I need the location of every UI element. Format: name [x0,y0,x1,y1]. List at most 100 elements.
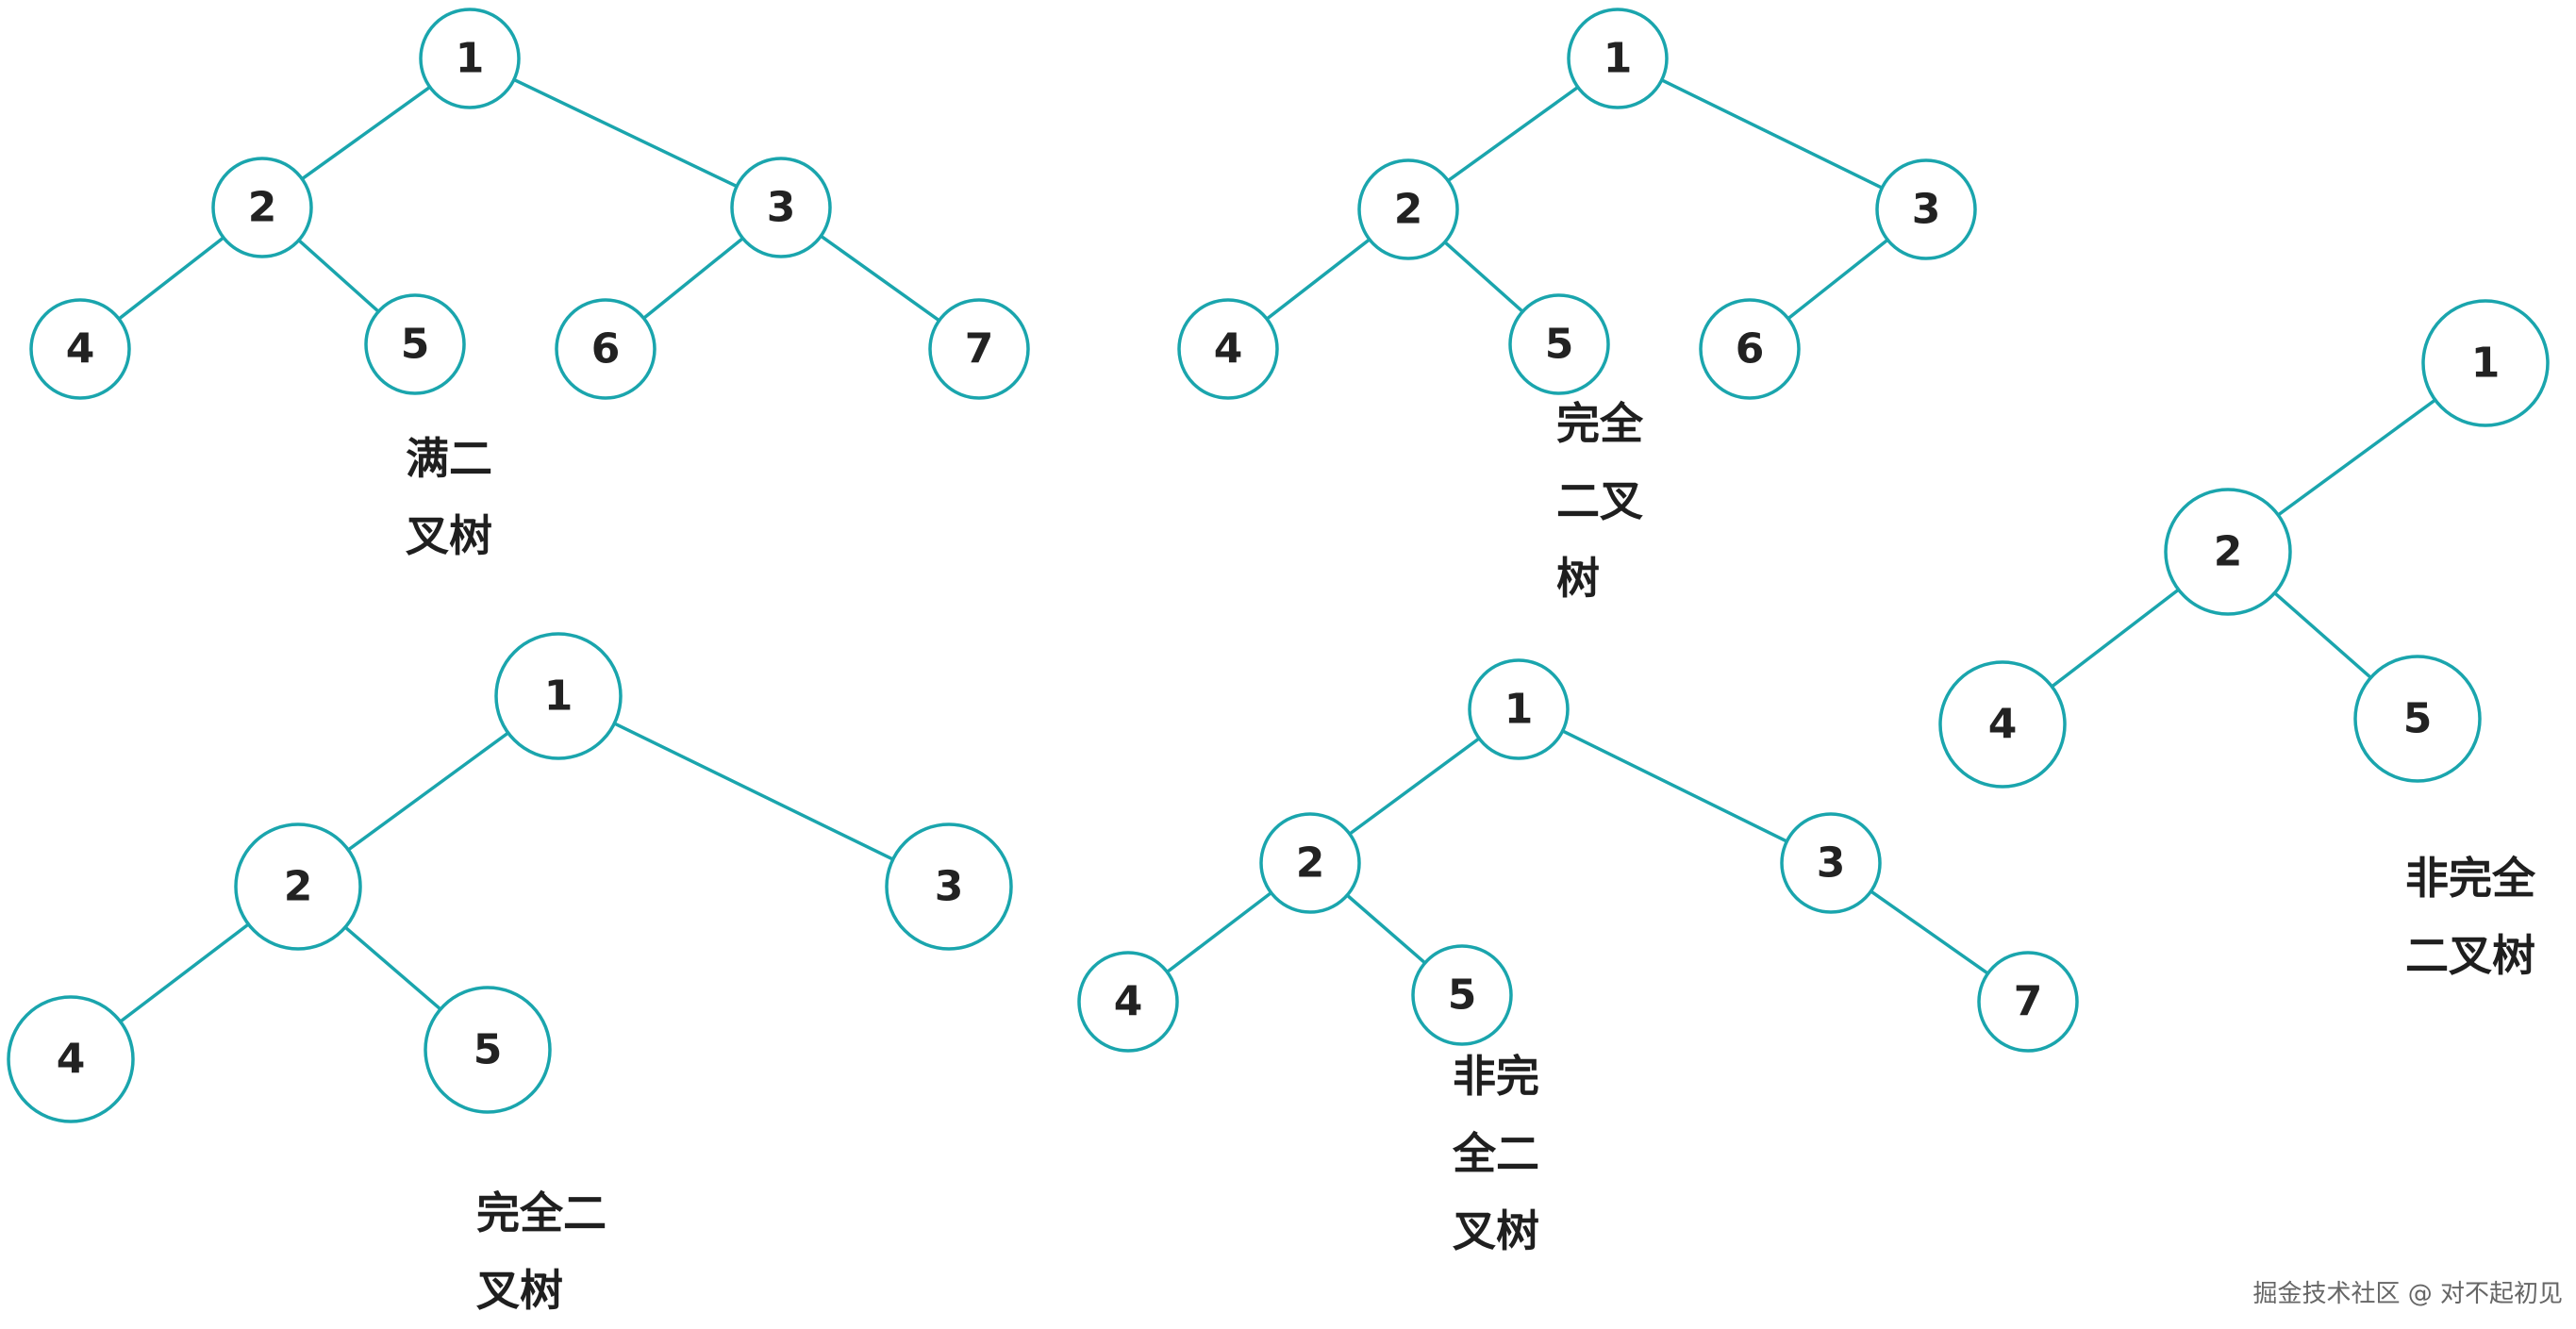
tree-5-node-3: 3 [1780,812,1882,914]
node-label: 7 [2014,978,2043,1026]
tree-3-node-4: 4 [1938,660,2067,789]
node-label: 3 [935,863,964,911]
node-label: 2 [2214,528,2243,576]
node-label: 3 [1817,839,1846,888]
tree-1-edge-2-4 [117,236,225,321]
tree-2-node-2: 2 [1357,158,1459,260]
node-circle [1259,812,1361,914]
tree-1-edge-1-2 [301,85,431,181]
node-circle [885,822,1013,951]
caption-complete-binary-tree: 完全 二叉 树 [1556,398,1643,604]
node-circle [424,986,552,1114]
tree-1-edge-3-6 [642,237,744,320]
tree-4-edge-2-4 [119,922,250,1023]
tree-2-node-6: 6 [1699,298,1801,400]
node-label: 2 [1394,186,1423,234]
node-circle [419,8,521,109]
node-circle [730,157,832,258]
node-circle [7,995,135,1123]
node-label: 4 [57,1036,86,1084]
node-label: 4 [1988,701,2018,749]
tree-2-node-1: 1 [1567,8,1669,109]
tree-1-node-4: 4 [29,298,131,400]
node-circle [29,298,131,400]
tree-3-node-1: 1 [2421,299,2550,427]
node-circle [1508,293,1610,395]
tree-5-node-1: 1 [1468,658,1570,760]
node-circle [1077,951,1179,1053]
tree-4-node-1: 1 [494,632,623,760]
node-label: 5 [1545,321,1574,369]
tree-3-node-2: 2 [2164,488,2292,616]
node-circle [494,632,623,760]
node-label: 6 [591,325,621,374]
tree-5-node-5: 5 [1411,944,1513,1046]
tree-2-edge-2-5 [1443,241,1524,313]
node-circle [2353,655,2482,783]
node-circle [1875,158,1977,260]
tree-1-node-6: 6 [555,298,656,400]
tree-1-node-1: 1 [419,8,521,109]
node-label: 5 [2403,695,2433,743]
node-circle [1938,660,2067,789]
tree-4-edge-2-5 [343,925,442,1011]
node-label: 2 [284,863,313,911]
watermark: 掘金技术社区 @ 对不起初见 [2252,1280,2563,1308]
node-circle [1780,812,1882,914]
node-circle [1177,298,1279,400]
tree-2-edge-1-3 [1660,78,1884,190]
tree-1-node-3: 3 [730,157,832,258]
tree-2-edge-2-4 [1266,238,1371,321]
caption-non-complete-binary-tree-right: 非完全 二叉树 [2405,853,2535,981]
node-circle [1468,658,1570,760]
tree-3-edge-1-2 [2277,398,2436,517]
node-circle [1699,298,1801,400]
tree-2-node-4: 4 [1177,298,1279,400]
tree-1-node-5: 5 [364,293,466,395]
node-circle [1977,951,2079,1053]
tree-1-edge-3-7 [820,234,940,323]
node-label: 1 [2471,340,2501,388]
node-circle [2164,488,2292,616]
tree-5-node-2: 2 [1259,812,1361,914]
tree-3-edge-2-5 [2273,591,2372,679]
node-label: 1 [1504,686,1534,734]
tree-5-edge-1-2 [1348,737,1481,836]
tree-5-node-4: 4 [1077,951,1179,1053]
node-circle [211,157,313,258]
node-label: 1 [1604,35,1633,83]
tree-4-node-2: 2 [234,822,362,951]
node-label: 2 [248,184,277,232]
node-label: 7 [965,325,994,374]
node-label: 5 [1448,972,1477,1020]
node-label: 1 [456,35,485,83]
node-label: 2 [1296,839,1325,888]
tree-4-node-3: 3 [885,822,1013,951]
node-circle [364,293,466,395]
node-label: 1 [544,673,573,721]
caption-complete-binary-tree-2: 完全二 叉树 [476,1188,607,1316]
node-label: 5 [401,321,430,369]
tree-5-edge-2-5 [1346,893,1426,965]
node-label: 4 [66,325,95,374]
tree-4-edge-1-2 [347,731,509,852]
tree-2-node-5: 5 [1508,293,1610,395]
tree-3-node-5: 5 [2353,655,2482,783]
tree-3-edge-2-4 [2051,588,2180,689]
node-circle [1411,944,1513,1046]
tree-5-edge-1-3 [1561,729,1788,843]
tree-4-edge-1-3 [613,722,894,861]
tree-1-node-7: 7 [928,298,1030,400]
caption-full-binary-tree: 满二 叉树 [406,433,492,561]
tree-4-node-5: 5 [424,986,552,1114]
node-circle [2421,299,2550,427]
caption-non-complete-binary-tree-middle: 非完 全二 叉树 [1453,1051,1539,1256]
tree-2-node-3: 3 [1875,158,1977,260]
tree-1-edge-1-3 [513,77,738,189]
tree-2-edge-3-6 [1787,238,1889,321]
node-circle [928,298,1030,400]
tree-2-edge-1-2 [1447,85,1579,183]
node-circle [234,822,362,951]
tree-5-edge-3-7 [1870,889,1989,975]
